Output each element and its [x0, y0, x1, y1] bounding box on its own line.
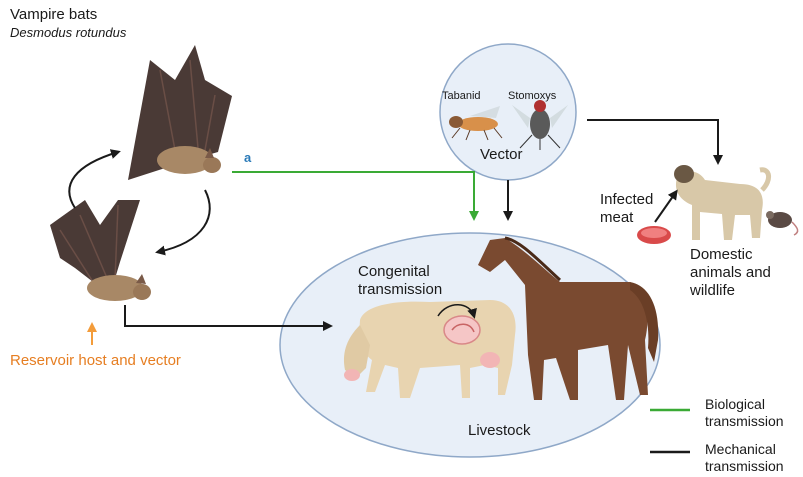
diagram-title: Vampire bats [10, 6, 97, 24]
fetus-icon [444, 316, 480, 344]
tabanid-label: Tabanid [442, 90, 481, 102]
livestock-label: Livestock [468, 422, 531, 439]
vector-to-domestic-arrow [587, 120, 718, 162]
domestic-animals-label: Domestic animals and wildlife [690, 246, 771, 300]
mouse-icon [766, 211, 798, 235]
stomoxys-label: Stomoxys [508, 90, 556, 102]
species-name: Desmodus rotundus [10, 25, 126, 40]
bat-cycle-arrow-up [69, 152, 118, 208]
vector-label: Vector [480, 146, 523, 163]
legend-biological-label: Biological transmission [705, 396, 784, 430]
bat-cycle-arrow-down [158, 190, 210, 252]
arrow-label-a: a [244, 150, 251, 165]
bat-icon [128, 45, 232, 180]
meat-icon [637, 226, 671, 244]
bat-icon [50, 200, 151, 301]
infected-meat-label: Infected meat [600, 191, 653, 227]
congenital-transmission-label: Congenital transmission [358, 263, 442, 299]
reservoir-label: Reservoir host and vector [10, 352, 181, 369]
meat-to-dog-arrow [655, 192, 676, 222]
biological-arrow [232, 172, 474, 218]
legend-mechanical-label: Mechanical transmission [705, 441, 784, 475]
dog-icon [674, 165, 769, 240]
